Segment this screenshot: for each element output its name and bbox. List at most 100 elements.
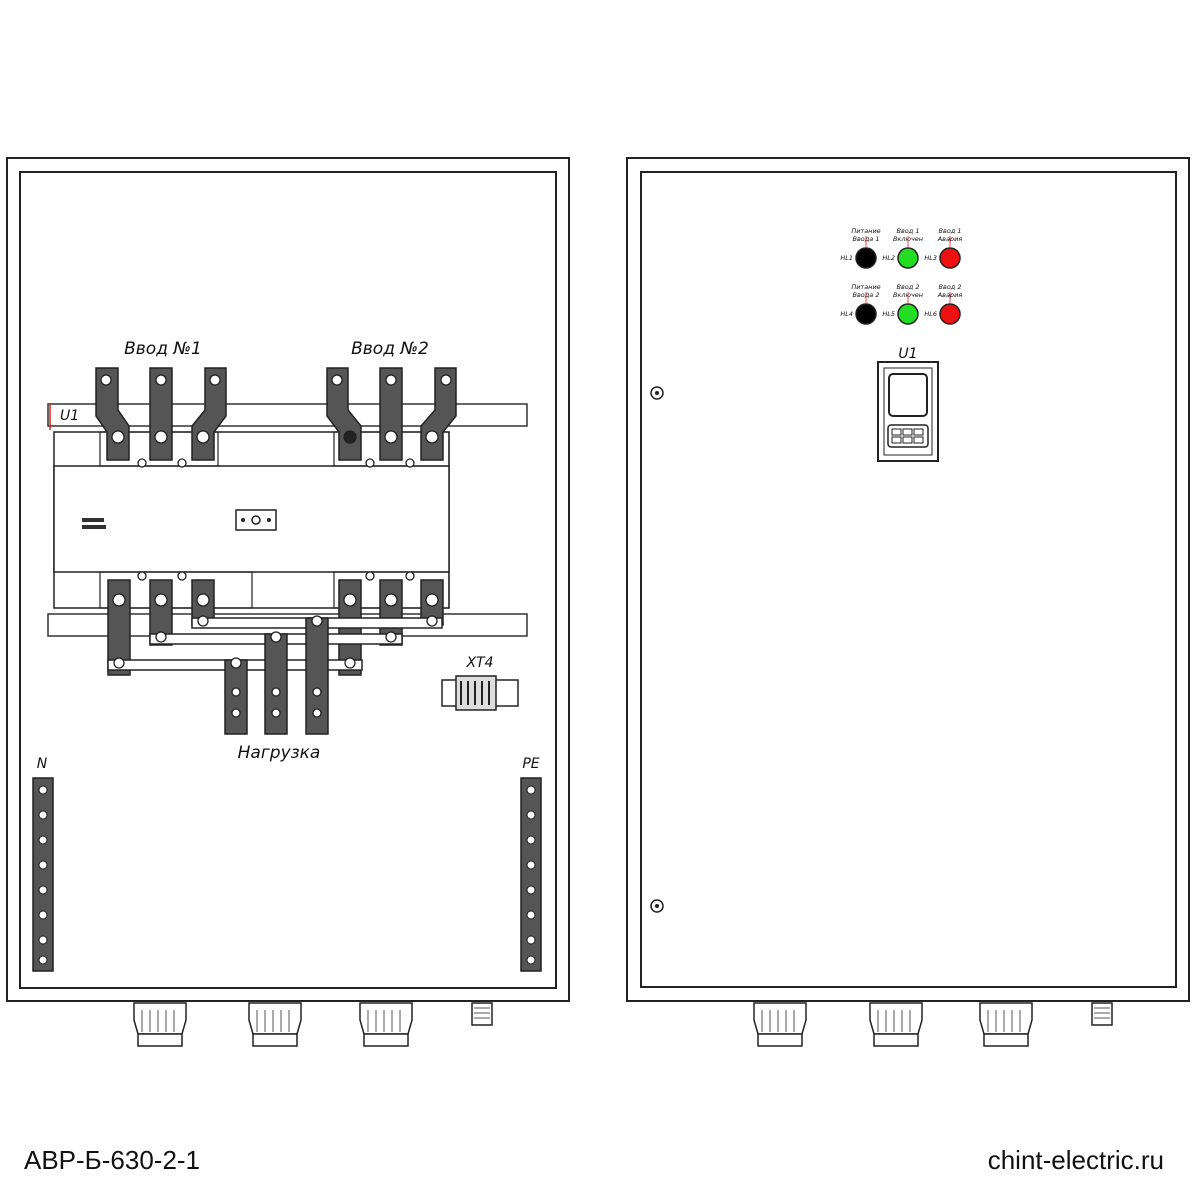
bolt [271, 708, 281, 718]
input1-bolts [100, 374, 221, 444]
bolt [344, 657, 356, 669]
bolt [526, 860, 536, 870]
website-caption: chint-electric.ru [987, 1145, 1164, 1175]
keypad-button [891, 428, 902, 436]
cable-gland [753, 1002, 807, 1047]
bolt [385, 374, 397, 386]
cable-gland [133, 1002, 187, 1047]
indicator-lamp-hl2 [897, 247, 919, 269]
indicator-caption-1: Ввод 2 [939, 283, 962, 291]
load-busbar-2 [264, 633, 288, 735]
indicator-lamp-hl1 [855, 247, 877, 269]
indicator-tag: HL6 [924, 310, 937, 318]
bolt [154, 593, 168, 607]
cable-gland [869, 1002, 923, 1047]
terminal-hole [365, 458, 375, 468]
bolt [38, 955, 48, 965]
cable-gland-small [471, 1002, 493, 1026]
keypad-button [902, 428, 913, 436]
bolt [440, 374, 452, 386]
bolt [112, 593, 126, 607]
gland-ribs [256, 1010, 290, 1032]
cable-gland [979, 1002, 1033, 1047]
bolt [526, 785, 536, 795]
bolt [111, 430, 125, 444]
bolt [231, 708, 241, 718]
bolt [38, 785, 48, 795]
bolt [38, 885, 48, 895]
terminal-hole [177, 458, 187, 468]
gland-nut [983, 1033, 1029, 1047]
bolt [231, 687, 241, 697]
indicator-caption-2: Авария [937, 291, 963, 299]
bolt [343, 430, 357, 444]
bolt [270, 631, 282, 643]
switch-handle [235, 509, 277, 531]
keypad-button [902, 436, 913, 444]
bolt [38, 860, 48, 870]
n-bus-bar [32, 777, 54, 972]
bolt [526, 810, 536, 820]
indicator-tag: HL3 [924, 254, 937, 262]
indicator-caption-1: Ввод 1 [939, 227, 962, 235]
left-cabinet: Ввод №1 Ввод №2 U1 Нагрузка XT4 N PE [6, 157, 570, 1047]
pe-bus [520, 777, 542, 972]
bolt [100, 374, 112, 386]
bolt [425, 593, 439, 607]
gland-ribs [877, 1010, 911, 1032]
input2-label: Ввод №2 [351, 339, 429, 359]
output-busbar-1 [107, 579, 131, 676]
bolt [526, 885, 536, 895]
indicator-tag: HL4 [840, 310, 853, 318]
load-label: Нагрузка [238, 743, 321, 763]
indicator-caption-1: Питание [851, 283, 880, 291]
bolt [38, 935, 48, 945]
load-busbar-1 [224, 659, 248, 735]
switch-handle-dot-right [267, 518, 271, 522]
switch-nameplate-line1 [82, 518, 104, 522]
gland-ribs [367, 1010, 401, 1032]
gland-ribs [761, 1010, 795, 1032]
gland-small-body [1091, 1002, 1113, 1026]
pe-bus-bar [520, 777, 542, 972]
n-bus-label: N [37, 756, 48, 772]
indicator-lamp-hl3 [939, 247, 961, 269]
bolt [343, 593, 357, 607]
gland-nut [252, 1033, 298, 1047]
controller-display [888, 373, 928, 417]
cable-gland [248, 1002, 302, 1047]
gland-nut [757, 1033, 803, 1047]
keypad-button [891, 436, 902, 444]
pe-bus-label: PE [522, 756, 539, 772]
indicator-caption-1: Питание [851, 227, 880, 235]
terminal-hole [177, 571, 187, 581]
bolt [312, 708, 322, 718]
bolt [271, 687, 281, 697]
switch-nameplate-line2 [82, 525, 106, 529]
indicator-lamp-hl6 [939, 303, 961, 325]
indicator-caption-2: Авария [937, 235, 963, 243]
output-busbar-2 [149, 579, 173, 646]
bolt [196, 430, 210, 444]
bolt [197, 615, 209, 627]
terminal-hole [365, 571, 375, 581]
switch-handle-hole [251, 515, 261, 525]
controller-u1: U1 [877, 346, 939, 462]
input2-bolts [331, 374, 452, 444]
gland-nut [137, 1033, 183, 1047]
bolt [526, 935, 536, 945]
gland-small-ribs [474, 1007, 490, 1019]
gland-small-ribs [1094, 1007, 1110, 1019]
output-bolts [112, 593, 439, 718]
bolt [425, 430, 439, 444]
indicator-tag: HL5 [882, 310, 895, 318]
cable-gland-small [1091, 1002, 1113, 1026]
bolt [154, 430, 168, 444]
bolt [155, 631, 167, 643]
bolt [113, 657, 125, 669]
terminal-holes [137, 458, 415, 581]
terminal-label: XT4 [465, 655, 493, 671]
gland-nut [363, 1033, 409, 1047]
switch-handle-dot-left [241, 518, 245, 522]
